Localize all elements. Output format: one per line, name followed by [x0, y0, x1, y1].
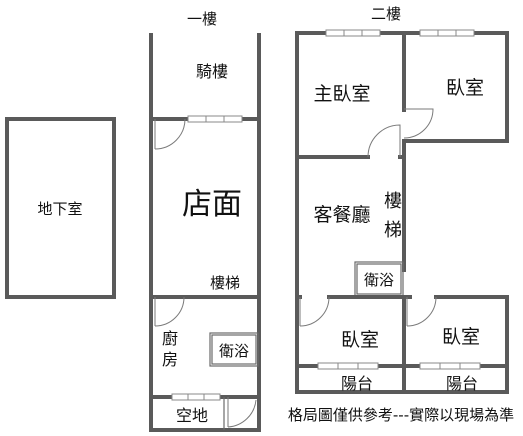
- basement-label: 地下室: [37, 200, 82, 218]
- floor1-title: 一樓: [187, 10, 217, 28]
- f1-kitchen-label-2: 房: [162, 350, 178, 369]
- f2-stairs-label-1: 樓: [384, 191, 402, 212]
- f1-stairs-label: 樓梯: [210, 274, 240, 292]
- f2-bedroom-window: [419, 29, 475, 37]
- f2-ne-bedroom-label: 臥室: [446, 77, 484, 99]
- f2-sw-bedroom-door: [299, 296, 330, 327]
- f2-se-bedroom-label: 臥室: [442, 326, 480, 348]
- f2-master-door: [367, 124, 401, 158]
- f2-se-balcony-label: 陽台: [446, 374, 478, 393]
- f1-kitchen-door: [154, 296, 185, 327]
- f2-master-label: 主臥室: [313, 83, 370, 105]
- f2-master-window: [325, 29, 381, 37]
- f1-shop-door: [154, 118, 186, 150]
- f2-sw-balcony-label: 陽台: [341, 374, 373, 393]
- f1-balcony-label: 騎樓: [196, 62, 228, 81]
- f2-ne-bedroom-door: [403, 108, 434, 139]
- f2-stairs-label-2: 梯: [384, 220, 402, 241]
- f2-bath-label: 衛浴: [364, 271, 394, 289]
- f1-open-label: 空地: [176, 406, 208, 425]
- basement: 地下室: [5, 117, 116, 299]
- f1-bath-outline: [209, 332, 259, 367]
- f2-living-label: 客餐廳: [313, 204, 370, 226]
- f1-shop-window: [187, 115, 243, 123]
- f2-sw-bedroom-label: 臥室: [341, 329, 379, 351]
- f2-se-bedroom-door: [406, 296, 437, 327]
- basement-outline: [5, 117, 116, 299]
- f1-kitchen-label-1: 廚: [162, 329, 178, 348]
- f1-bath-label: 衛浴: [219, 342, 249, 360]
- f2-sw-window: [317, 362, 379, 370]
- f1-open-window: [171, 393, 221, 401]
- f2-se-window: [419, 362, 481, 370]
- f1-back-door: [227, 397, 257, 428]
- f1-shop-label: 店面: [182, 187, 242, 222]
- footer-note: 格局圖僅供參考---實際以現場為準: [288, 406, 514, 424]
- floor1: 一樓 騎樓 店面 樓梯 廚 房 衛浴 空地: [149, 10, 261, 432]
- floor2-title: 二樓: [371, 5, 401, 23]
- floor2: 二樓: [295, 5, 509, 394]
